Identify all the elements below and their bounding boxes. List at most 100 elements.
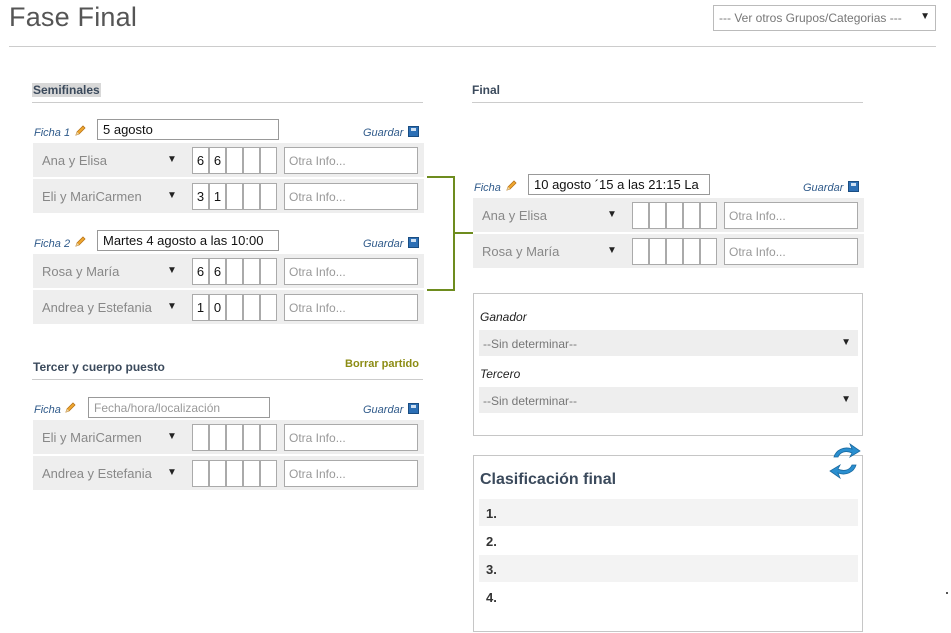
- ficha-third-label: Ficha: [34, 404, 61, 416]
- refresh-icon[interactable]: [828, 443, 862, 479]
- team-row: Andrea y Estefania ▼ Otra Info...: [33, 456, 424, 490]
- score-set-4[interactable]: [243, 183, 260, 210]
- semifinals-divider: [32, 102, 423, 103]
- score-set-3[interactable]: [226, 424, 243, 451]
- team-name[interactable]: Ana y Elisa: [42, 153, 108, 168]
- score-set-4[interactable]: [243, 424, 260, 451]
- ficha-2-save-link[interactable]: Guardar: [363, 238, 404, 250]
- team-name[interactable]: Ana y Elisa: [482, 208, 548, 223]
- save-icon[interactable]: [408, 237, 419, 248]
- score-set-4[interactable]: [243, 258, 260, 285]
- team-name[interactable]: Eli y MariCarmen: [42, 430, 142, 445]
- score-set-4[interactable]: [683, 202, 700, 229]
- score-set-1[interactable]: 3: [192, 183, 209, 210]
- team-name[interactable]: Andrea y Estefania: [42, 466, 152, 481]
- other-info-input[interactable]: Otra Info...: [284, 183, 418, 210]
- score-set-2[interactable]: [209, 460, 226, 487]
- score-set-2[interactable]: 6: [209, 258, 226, 285]
- classification-row: 3.: [479, 555, 858, 582]
- chevron-down-icon[interactable]: ▼: [167, 467, 177, 478]
- score-set-2[interactable]: 1: [209, 183, 226, 210]
- chevron-down-icon[interactable]: ▼: [167, 265, 177, 276]
- pencil-icon[interactable]: [74, 236, 86, 248]
- header-divider: [9, 46, 936, 47]
- score-set-4[interactable]: [243, 147, 260, 174]
- third-select-value: --Sin determinar--: [483, 394, 578, 408]
- save-icon[interactable]: [408, 403, 419, 414]
- score-set-5[interactable]: [260, 460, 277, 487]
- ficha-third-date-input[interactable]: Fecha/hora/localización: [88, 397, 270, 418]
- third-place-title: Tercer y cuerpo puesto: [33, 360, 165, 374]
- score-set-2[interactable]: 0: [209, 294, 226, 321]
- score-set-1[interactable]: [192, 460, 209, 487]
- team-name[interactable]: Rosa y María: [482, 244, 560, 259]
- score-set-1[interactable]: 6: [192, 147, 209, 174]
- other-info-input[interactable]: Otra Info...: [724, 238, 858, 265]
- score-set-1[interactable]: 1: [192, 294, 209, 321]
- score-set-1[interactable]: [632, 202, 649, 229]
- ficha-1-save-link[interactable]: Guardar: [363, 127, 404, 139]
- pencil-icon[interactable]: [505, 180, 517, 192]
- score-set-4[interactable]: [243, 460, 260, 487]
- score-set-4[interactable]: [243, 294, 260, 321]
- save-icon[interactable]: [848, 181, 859, 192]
- chevron-down-icon[interactable]: ▼: [167, 301, 177, 312]
- score-set-2[interactable]: 6: [209, 147, 226, 174]
- score-set-3[interactable]: [226, 147, 243, 174]
- team-name[interactable]: Andrea y Estefania: [42, 300, 152, 315]
- score-set-3[interactable]: [226, 258, 243, 285]
- other-info-input[interactable]: Otra Info...: [284, 147, 418, 174]
- chevron-down-icon[interactable]: ▼: [167, 431, 177, 442]
- score-set-5[interactable]: [260, 183, 277, 210]
- score-set-1[interactable]: [192, 424, 209, 451]
- classification-row: 1.: [479, 499, 858, 526]
- save-icon[interactable]: [408, 126, 419, 137]
- score-set-2[interactable]: [649, 238, 666, 265]
- ficha-final-save-link[interactable]: Guardar: [803, 182, 844, 194]
- team-row: Eli y MariCarmen ▼ 3 1 Otra Info...: [33, 179, 424, 213]
- other-info-input[interactable]: Otra Info...: [284, 294, 418, 321]
- score-set-3[interactable]: [666, 202, 683, 229]
- score-set-2[interactable]: [649, 202, 666, 229]
- classification-title: Clasificación final: [480, 471, 617, 488]
- ficha-2-date-input[interactable]: Martes 4 agosto a las 10:00: [97, 230, 279, 251]
- other-info-input[interactable]: Otra Info...: [284, 460, 418, 487]
- ficha-1-date-input[interactable]: 5 agosto: [97, 119, 279, 140]
- team-name[interactable]: Eli y MariCarmen: [42, 189, 142, 204]
- score-set-3[interactable]: [226, 460, 243, 487]
- chevron-down-icon[interactable]: ▼: [607, 245, 617, 256]
- score-set-5[interactable]: [700, 202, 717, 229]
- score-set-2[interactable]: [209, 424, 226, 451]
- chevron-down-icon[interactable]: ▼: [607, 209, 617, 220]
- chevron-down-icon: ▼: [841, 337, 851, 348]
- other-info-input[interactable]: Otra Info...: [724, 202, 858, 229]
- score-set-4[interactable]: [683, 238, 700, 265]
- other-info-input[interactable]: Otra Info...: [284, 424, 418, 451]
- score-set-5[interactable]: [260, 147, 277, 174]
- other-info-input[interactable]: Otra Info...: [284, 258, 418, 285]
- score-set-3[interactable]: [666, 238, 683, 265]
- classification-panel: Clasificación final 1. 2. 3. 4.: [473, 455, 863, 632]
- score-set-5[interactable]: [260, 258, 277, 285]
- team-name[interactable]: Rosa y María: [42, 264, 120, 279]
- pencil-icon[interactable]: [74, 125, 86, 137]
- ficha-final-date-input[interactable]: 10 agosto ´15 a las 21:15 La: [528, 174, 710, 195]
- delete-match-link[interactable]: Borrar partido: [345, 358, 419, 370]
- score-set-5[interactable]: [260, 424, 277, 451]
- score-set-1[interactable]: [632, 238, 649, 265]
- group-category-select[interactable]: --- Ver otros Grupos/Categorias --- ▼: [713, 5, 936, 31]
- score-set-3[interactable]: [226, 294, 243, 321]
- score-set-5[interactable]: [700, 238, 717, 265]
- chevron-down-icon[interactable]: ▼: [167, 154, 177, 165]
- semifinals-title: Semifinales: [32, 83, 101, 97]
- third-select[interactable]: --Sin determinar-- ▼: [479, 387, 858, 413]
- winner-select[interactable]: --Sin determinar-- ▼: [479, 330, 858, 356]
- ficha-third-save-link[interactable]: Guardar: [363, 404, 404, 416]
- score-set-1[interactable]: 6: [192, 258, 209, 285]
- pencil-icon[interactable]: [64, 402, 76, 414]
- score-set-3[interactable]: [226, 183, 243, 210]
- chevron-down-icon[interactable]: ▼: [167, 190, 177, 201]
- team-row: Eli y MariCarmen ▼ Otra Info...: [33, 420, 424, 454]
- score-set-5[interactable]: [260, 294, 277, 321]
- chevron-down-icon: ▼: [920, 11, 930, 22]
